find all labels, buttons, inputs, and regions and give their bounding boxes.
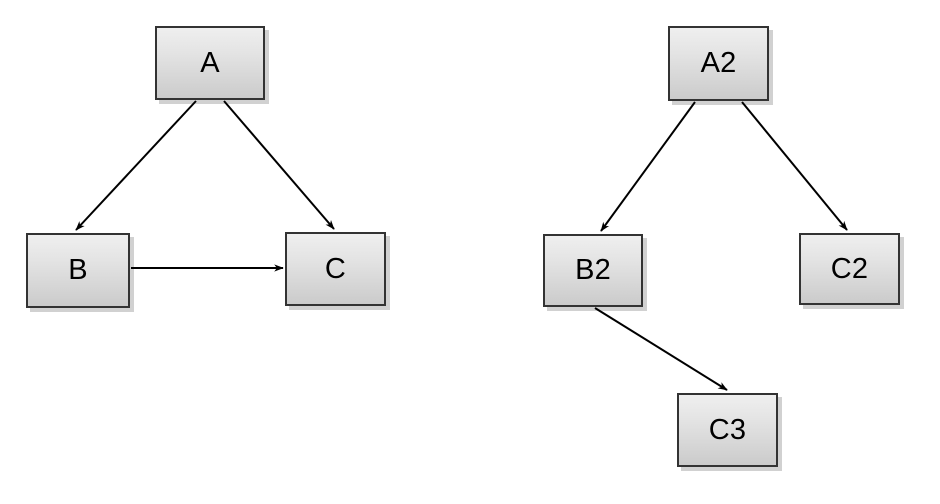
edge-a2-to-c2[interactable]	[741, 101, 848, 231]
node-label-c: C	[324, 252, 347, 285]
edge-group	[75, 100, 848, 391]
node-label-c3: C3	[708, 413, 747, 446]
edge-a-to-b[interactable]	[75, 100, 197, 231]
node-label-b2: B2	[575, 254, 611, 286]
node-b[interactable]: B	[26, 233, 130, 308]
node-a2[interactable]: A2	[668, 26, 769, 101]
node-c[interactable]: C	[285, 232, 386, 306]
edge-a2-to-b2[interactable]	[600, 101, 696, 232]
node-label-c2: C2	[830, 252, 869, 285]
node-b2[interactable]: B2	[543, 234, 643, 307]
node-label-a: A	[200, 46, 220, 79]
node-label-b: B	[68, 254, 88, 286]
node-a[interactable]: A	[155, 26, 265, 100]
edge-a-to-c[interactable]	[223, 100, 335, 230]
edge-b2-to-c3[interactable]	[594, 307, 728, 391]
node-c2[interactable]: C2	[799, 233, 900, 305]
node-c3[interactable]: C3	[677, 393, 778, 467]
node-label-a2: A2	[700, 47, 737, 79]
